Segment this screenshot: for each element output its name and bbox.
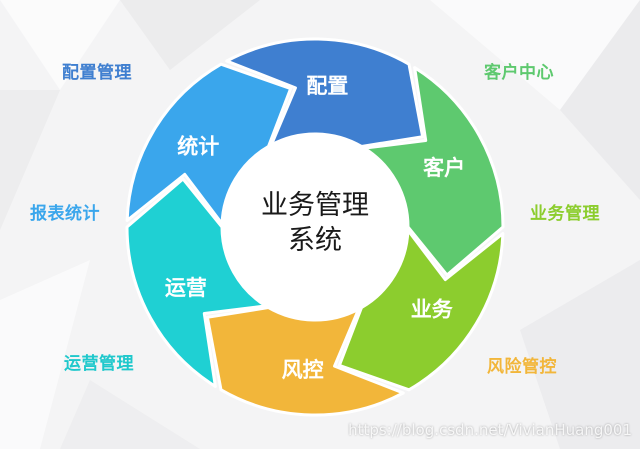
center-title-line1: 业务管理 bbox=[261, 190, 369, 221]
outer-label-ops: 运营管理 bbox=[64, 354, 134, 374]
center-circle bbox=[222, 134, 408, 320]
segment-label-customer: 客户 bbox=[423, 156, 465, 180]
outer-label-customer: 客户中心 bbox=[484, 63, 554, 83]
segment-label-config: 配置 bbox=[306, 74, 348, 98]
outer-label-stats: 报表统计 bbox=[30, 204, 100, 224]
center-title: 业务管理 系统 bbox=[215, 188, 415, 258]
segment-label-ops: 运营 bbox=[165, 276, 207, 300]
outer-label-business: 业务管理 bbox=[530, 204, 600, 224]
segment-label-stats: 统计 bbox=[177, 134, 219, 158]
segment-label-business: 业务 bbox=[411, 298, 454, 322]
segment-label-risk: 风控 bbox=[282, 358, 324, 382]
center-title-line2: 系统 bbox=[288, 225, 342, 256]
watermark: https://blog.csdn.net/VivianHuang001 bbox=[348, 421, 632, 439]
outer-label-risk: 风险管控 bbox=[487, 357, 557, 377]
outer-label-config: 配置管理 bbox=[62, 63, 132, 83]
